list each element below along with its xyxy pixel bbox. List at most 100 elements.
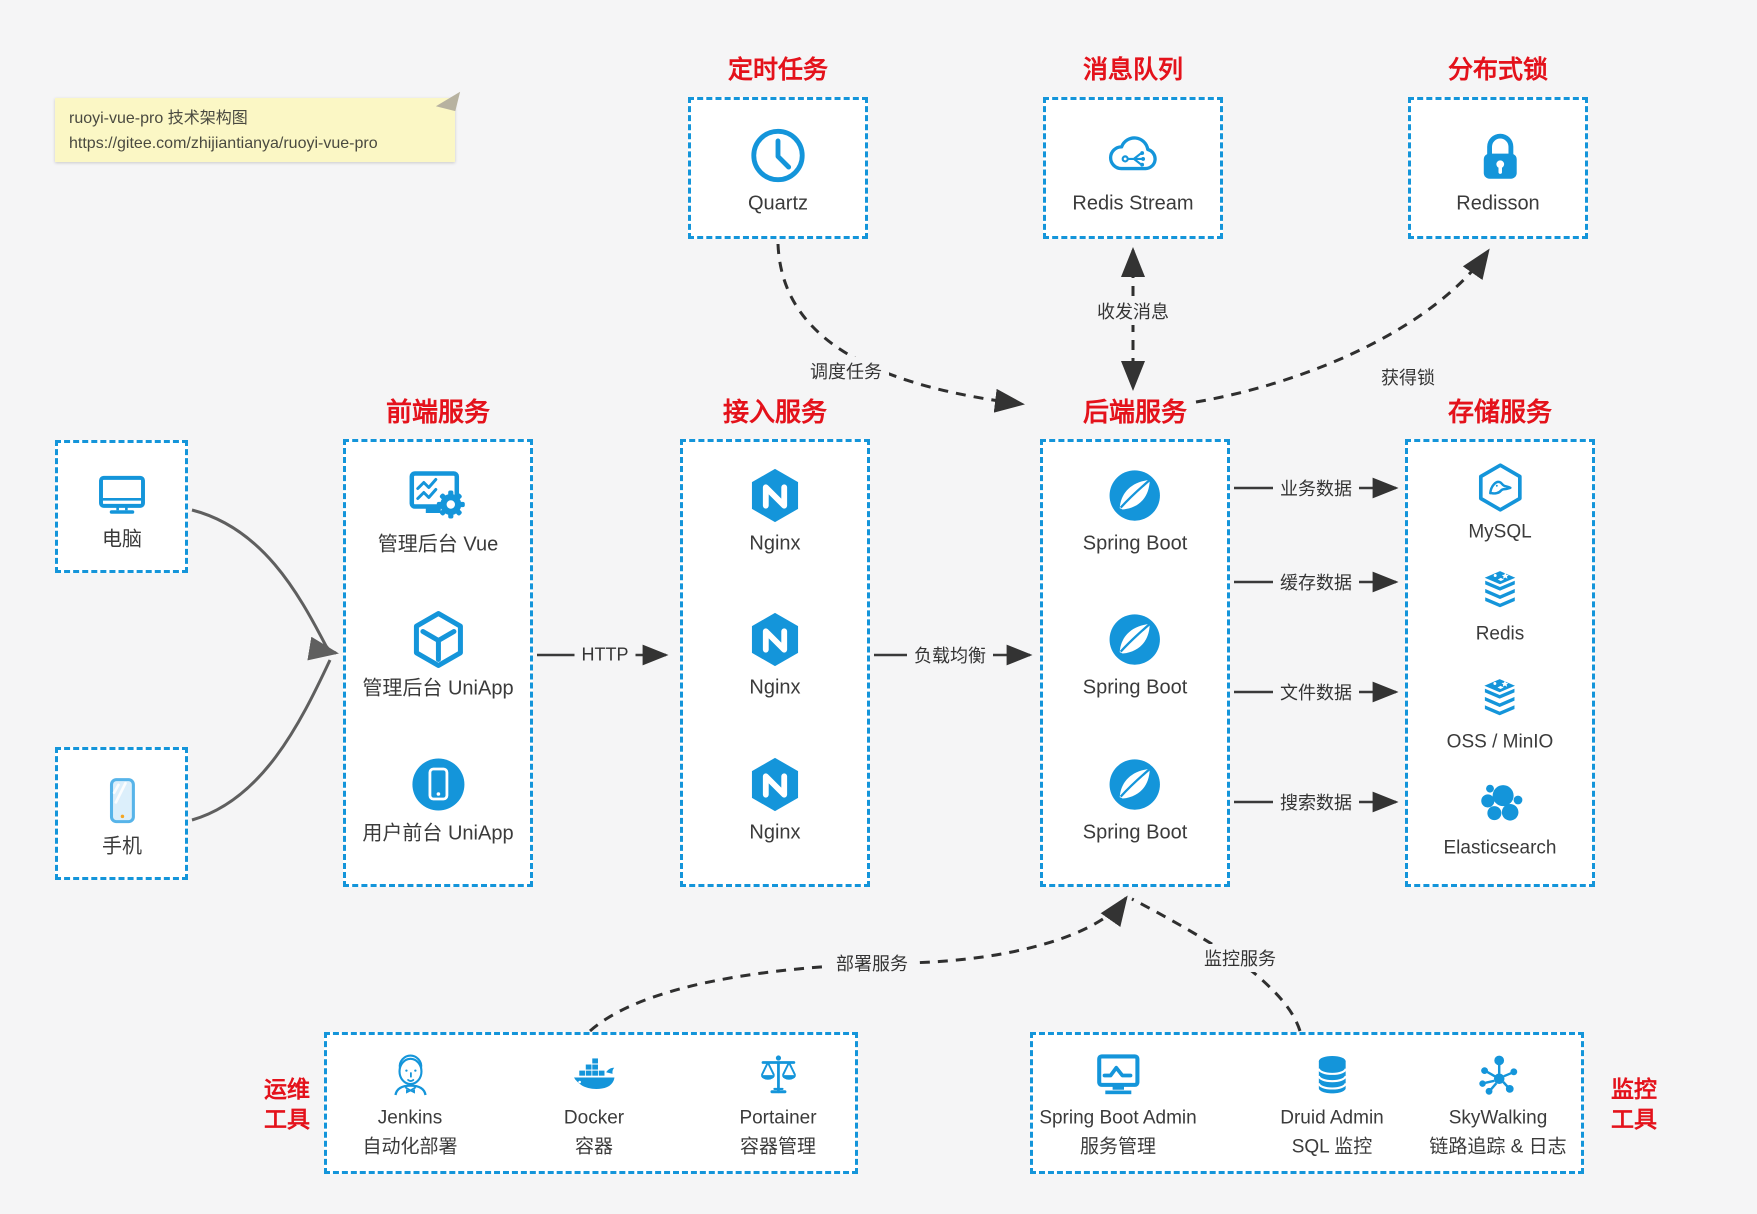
node-spring-boot-3: Spring Boot xyxy=(1082,754,1188,845)
node-skywalking: SkyWalking 链路追踪 & 日志 xyxy=(1429,1050,1567,1159)
ops-tools-title: 运维 工具 xyxy=(264,1076,310,1132)
file-data-label: 文件数据 xyxy=(1273,678,1359,706)
node-mobile-client: 手机 xyxy=(94,774,150,859)
acquire-lock-label: 获得锁 xyxy=(1374,363,1442,391)
node-label: Elasticsearch xyxy=(1443,837,1557,859)
node-label: Redisson xyxy=(1456,192,1540,215)
node-sublabel: 容器 xyxy=(574,1136,613,1158)
search-data-label: 搜索数据 xyxy=(1273,788,1359,816)
cache-data-label: 缓存数据 xyxy=(1273,568,1359,596)
node-pc-client: 电脑 xyxy=(94,467,150,552)
node-sublabel: 容器管理 xyxy=(739,1136,817,1158)
node-redisson: Redisson xyxy=(1456,125,1540,216)
frontend-column-title: 前端服务 xyxy=(385,397,491,427)
load-balance-label: 负载均衡 xyxy=(907,641,993,669)
node-label: 管理后台 Vue xyxy=(377,533,499,556)
deploy-service-label: 部署服务 xyxy=(829,949,915,977)
desktop-icon xyxy=(99,475,145,514)
jenkins-icon xyxy=(393,1054,427,1096)
mysql-icon xyxy=(1478,463,1522,512)
node-label: Quartz xyxy=(747,192,809,215)
timer-group-title: 定时任务 xyxy=(727,56,829,84)
http-label: HTTP xyxy=(574,643,636,667)
node-redis-stream: Redis Stream xyxy=(1072,125,1194,216)
lock-group-title: 分布式锁 xyxy=(1447,56,1549,84)
storage-column-title: 存储服务 xyxy=(1447,397,1553,427)
spring-boot-icon xyxy=(1109,759,1161,810)
node-label: Redis Stream xyxy=(1072,192,1194,215)
monitor-service-label: 监控服务 xyxy=(1197,944,1283,972)
node-label: Nginx xyxy=(749,532,801,555)
admin-vue-icon xyxy=(409,471,465,519)
node-sublabel: 服务管理 xyxy=(1079,1136,1156,1158)
quartz-box xyxy=(688,97,868,239)
pc-to-frontend-curve xyxy=(191,508,339,661)
node-sublabel: 自动化部署 xyxy=(362,1136,458,1158)
send-receive-messages-label: 收发消息 xyxy=(1090,297,1176,325)
note-title: ruoyi-vue-pro 技术架构图 xyxy=(69,110,248,127)
uniapp-cube-icon xyxy=(413,611,463,668)
mobile-icon xyxy=(109,778,135,824)
node-nginx-2: Nginx xyxy=(744,609,806,700)
monitor-tools-title: 监控 工具 xyxy=(1611,1076,1657,1132)
redis-stack-icon xyxy=(1484,571,1516,609)
node-label: Portainer xyxy=(739,1107,817,1129)
acquire-lock-curve xyxy=(1195,248,1490,404)
node-label: Spring Boot Admin xyxy=(1039,1107,1197,1129)
node-mysql: MySQL xyxy=(1468,460,1532,545)
schedule-task-label: 调度任务 xyxy=(803,357,889,385)
node-jenkins: Jenkins 自动化部署 xyxy=(362,1050,458,1159)
node-admin-vue: 管理后台 Vue xyxy=(378,464,498,557)
node-label: Spring Boot xyxy=(1082,821,1188,844)
spring-boot-icon xyxy=(1109,614,1161,665)
clock-icon xyxy=(751,128,805,183)
redis-stack-icon xyxy=(1484,679,1516,717)
node-elasticsearch: Elasticsearch xyxy=(1444,776,1557,861)
node-label: 电脑 xyxy=(102,528,142,551)
node-oss-minio: OSS / MinIO xyxy=(1446,670,1554,755)
skywalking-icon xyxy=(1478,1055,1517,1095)
node-spring-boot-1: Spring Boot xyxy=(1082,465,1188,556)
lock-icon xyxy=(1483,133,1517,179)
nginx-icon xyxy=(751,757,799,812)
node-sublabel: SQL 监控 xyxy=(1291,1136,1373,1158)
mobile-to-frontend-curve xyxy=(191,659,332,822)
node-portainer: Portainer 容器管理 xyxy=(739,1050,817,1159)
node-label: Redis xyxy=(1475,623,1525,645)
backend-column-title: 后端服务 xyxy=(1082,397,1188,427)
node-label: 管理后台 UniApp xyxy=(362,677,514,700)
node-nginx-1: Nginx xyxy=(744,465,806,556)
node-druid-admin: Druid Admin SQL 监控 xyxy=(1280,1050,1384,1159)
node-docker: Docker 容器 xyxy=(564,1050,624,1159)
node-label: Spring Boot xyxy=(1082,532,1188,555)
node-nginx-3: Nginx xyxy=(744,754,806,845)
user-app-icon xyxy=(412,758,464,811)
node-label: Docker xyxy=(563,1107,625,1129)
druid-icon xyxy=(1317,1056,1347,1094)
cloud-stream-icon xyxy=(1108,136,1157,171)
node-label: 手机 xyxy=(102,835,142,858)
business-data-label: 业务数据 xyxy=(1273,474,1359,502)
mq-group-title: 消息队列 xyxy=(1082,56,1184,84)
elasticsearch-icon xyxy=(1480,784,1522,821)
note-url: https://gitee.com/zhijiantianya/ruoyi-vu… xyxy=(69,135,378,152)
node-label: MySQL xyxy=(1468,521,1532,543)
node-spring-boot-2: Spring Boot xyxy=(1082,609,1188,700)
node-redis: Redis xyxy=(1472,562,1528,647)
access-column-title: 接入服务 xyxy=(722,397,828,427)
node-admin-uniapp: 管理后台 UniApp xyxy=(362,608,514,701)
sba-icon xyxy=(1096,1054,1140,1095)
docker-icon xyxy=(574,1058,615,1089)
sticky-note: ruoyi-vue-pro 技术架构图 https://gitee.com/zh… xyxy=(55,86,461,162)
node-label: Jenkins xyxy=(377,1107,443,1129)
node-label: Druid Admin xyxy=(1280,1107,1384,1129)
portainer-icon xyxy=(760,1055,796,1094)
node-label: 用户前台 UniApp xyxy=(362,822,514,845)
node-label: OSS / MinIO xyxy=(1446,731,1554,753)
node-quartz: Quartz xyxy=(747,125,809,216)
node-label: Nginx xyxy=(749,676,801,699)
node-label: Spring Boot xyxy=(1082,676,1188,699)
nginx-icon xyxy=(751,612,799,667)
nginx-icon xyxy=(751,468,799,523)
